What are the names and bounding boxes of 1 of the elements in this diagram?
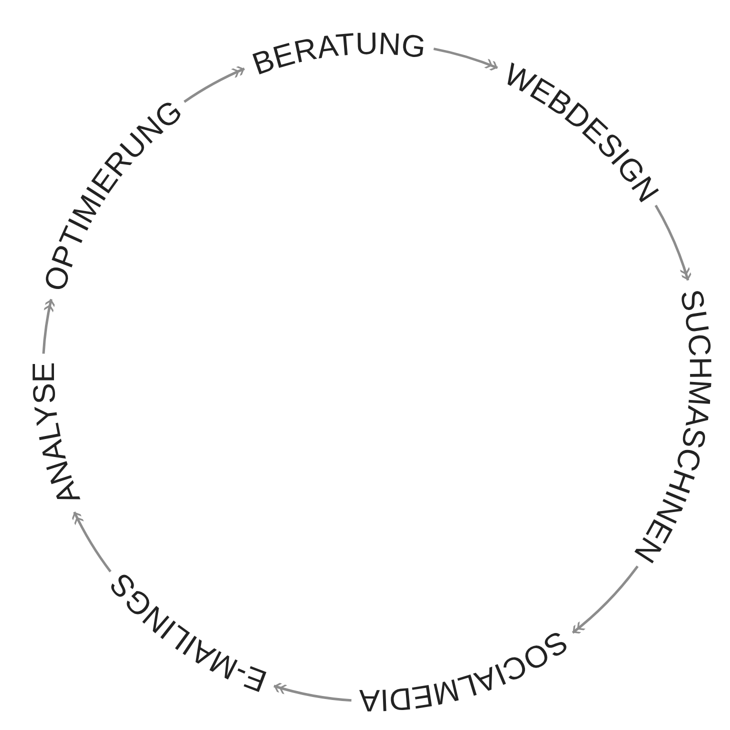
ring-label: BERATUNG [248, 26, 428, 82]
